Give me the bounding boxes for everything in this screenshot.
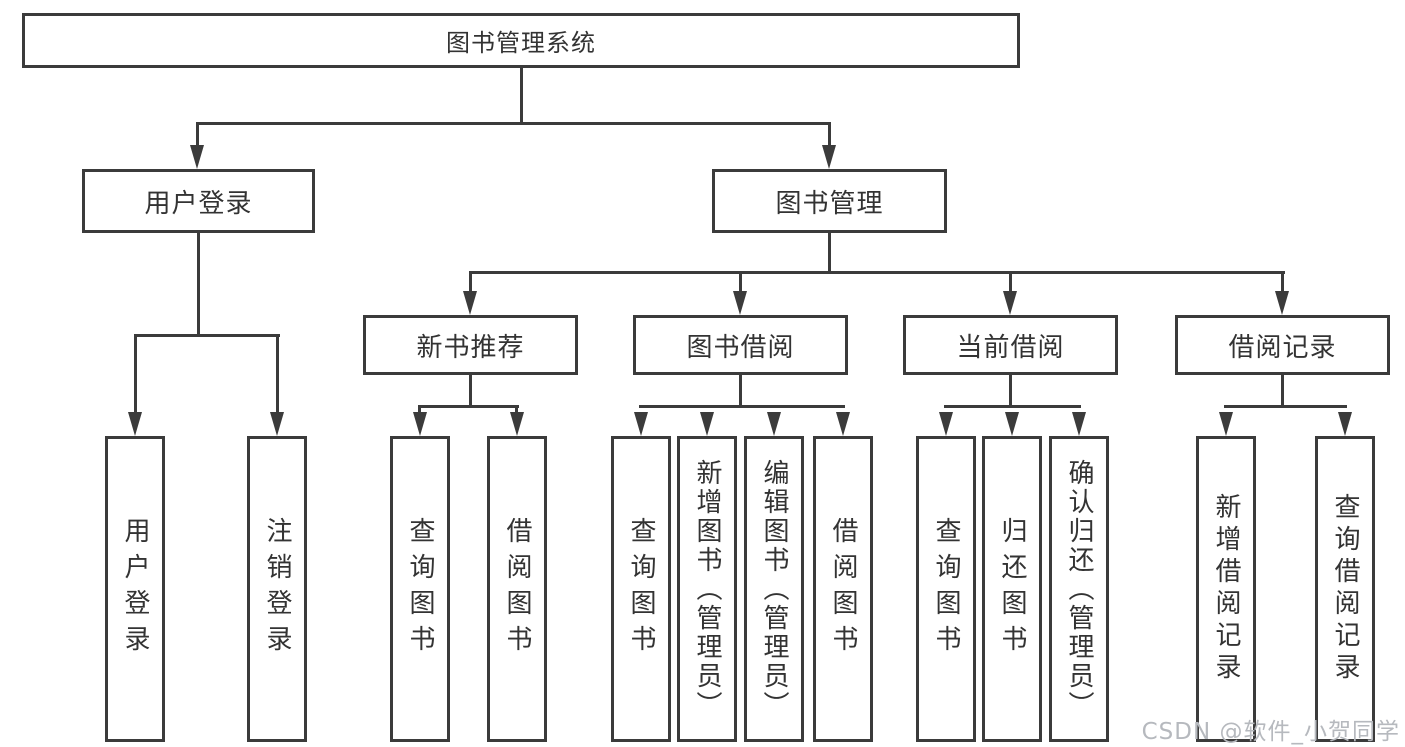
- node-label: 用户登录: [144, 188, 253, 219]
- level3-bar-line: [469, 271, 1285, 274]
- arrow-down-icon: [1005, 412, 1019, 436]
- new-book-recommend-stem-line: [469, 375, 472, 408]
- leaf-logout: 注销登录: [247, 436, 307, 742]
- new-book-recommend-bar-line: [418, 405, 519, 408]
- node-root-library-system: 图书管理系统: [22, 13, 1020, 68]
- arrow-down-icon: [1219, 412, 1233, 436]
- node-label: 新增借阅记录: [1211, 493, 1241, 685]
- leaf-return-book: 归还图书: [982, 436, 1042, 742]
- drop-line-book-borrow: [739, 271, 742, 297]
- node-label: 编辑图书（管理员）: [759, 458, 789, 720]
- node-label: 图书借阅: [686, 332, 795, 363]
- arrow-down-icon: [510, 412, 524, 436]
- arrow-down-icon: [1275, 291, 1289, 315]
- drop-line-current-borrow: [1009, 271, 1012, 297]
- node-current-borrow: 当前借阅: [903, 315, 1118, 375]
- arrow-down-icon: [733, 291, 747, 315]
- book-borrow-stem-line: [739, 375, 742, 408]
- node-book-borrow: 图书借阅: [633, 315, 848, 375]
- leaf-query-book-3: 查询图书: [916, 436, 976, 742]
- node-label: 查询图书: [626, 517, 656, 661]
- leaf-edit-book-admin: 编辑图书（管理员）: [744, 436, 804, 742]
- arrow-down-icon: [767, 412, 781, 436]
- node-new-book-recommend: 新书推荐: [363, 315, 578, 375]
- arrow-down-icon: [128, 412, 142, 436]
- arrow-down-icon: [822, 145, 836, 169]
- drop-line-leaf-logout: [276, 334, 279, 419]
- drop-line: [515, 405, 518, 417]
- drop-line: [418, 405, 421, 417]
- node-user-login: 用户登录: [82, 169, 315, 233]
- node-label: 图书管理系统: [446, 29, 596, 57]
- drop-line-user-login: [196, 122, 199, 152]
- root-stem-line: [520, 68, 523, 125]
- leaf-query-book-2: 查询图书: [611, 436, 671, 742]
- current-borrow-stem-line: [1009, 375, 1012, 408]
- book-borrow-bar-line: [639, 405, 845, 408]
- csdn-watermark: CSDN @软件_小贺同学: [1141, 719, 1400, 745]
- current-borrow-bar-line: [944, 405, 1081, 408]
- arrow-down-icon: [190, 145, 204, 169]
- arrow-down-icon: [1338, 412, 1352, 436]
- node-label: 查询图书: [931, 517, 961, 661]
- leaf-query-borrow-record: 查询借阅记录: [1315, 436, 1375, 742]
- leaf-borrow-book-2: 借阅图书: [813, 436, 873, 742]
- node-label: 借阅记录: [1228, 332, 1337, 363]
- arrow-down-icon: [939, 412, 953, 436]
- level2-bar-line: [196, 122, 831, 125]
- drop-line-book-management: [828, 122, 831, 152]
- borrow-record-stem-line: [1281, 375, 1284, 408]
- node-label: 注销登录: [262, 517, 292, 661]
- arrow-down-icon: [1072, 412, 1086, 436]
- arrow-down-icon: [270, 412, 284, 436]
- user-login-stem-line: [197, 233, 200, 337]
- drop-line-new-book-recommend: [469, 271, 472, 297]
- book-management-stem-line: [828, 233, 831, 274]
- node-label: 查询图书: [405, 517, 435, 661]
- arrow-down-icon: [463, 291, 477, 315]
- node-label: 归还图书: [997, 517, 1027, 661]
- node-label: 用户登录: [120, 517, 150, 661]
- arrow-down-icon: [1003, 291, 1017, 315]
- leaf-add-borrow-record: 新增借阅记录: [1196, 436, 1256, 742]
- node-label: 图书管理: [775, 188, 884, 219]
- borrow-record-bar-line: [1224, 405, 1347, 408]
- drop-line-borrow-record: [1281, 271, 1284, 297]
- leaf-add-book-admin: 新增图书（管理员）: [677, 436, 737, 742]
- node-borrow-record: 借阅记录: [1175, 315, 1390, 375]
- node-label: 确认归还（管理员）: [1064, 458, 1094, 720]
- arrow-down-icon: [634, 412, 648, 436]
- arrow-down-icon: [413, 412, 427, 436]
- leaf-confirm-return-admin: 确认归还（管理员）: [1049, 436, 1109, 742]
- node-book-management: 图书管理: [712, 169, 947, 233]
- node-label: 新书推荐: [416, 332, 525, 363]
- arrow-down-icon: [836, 412, 850, 436]
- leaf-user-login: 用户登录: [105, 436, 165, 742]
- node-label: 查询借阅记录: [1330, 493, 1360, 685]
- node-label: 借阅图书: [828, 517, 858, 661]
- user-login-bar-line: [134, 334, 280, 337]
- drop-line-leaf-user-login: [134, 334, 137, 419]
- leaf-query-book-1: 查询图书: [390, 436, 450, 742]
- leaf-borrow-book-1: 借阅图书: [487, 436, 547, 742]
- arrow-down-icon: [700, 412, 714, 436]
- node-label: 借阅图书: [502, 517, 532, 661]
- node-label: 当前借阅: [956, 332, 1065, 363]
- node-label: 新增图书（管理员）: [692, 458, 722, 720]
